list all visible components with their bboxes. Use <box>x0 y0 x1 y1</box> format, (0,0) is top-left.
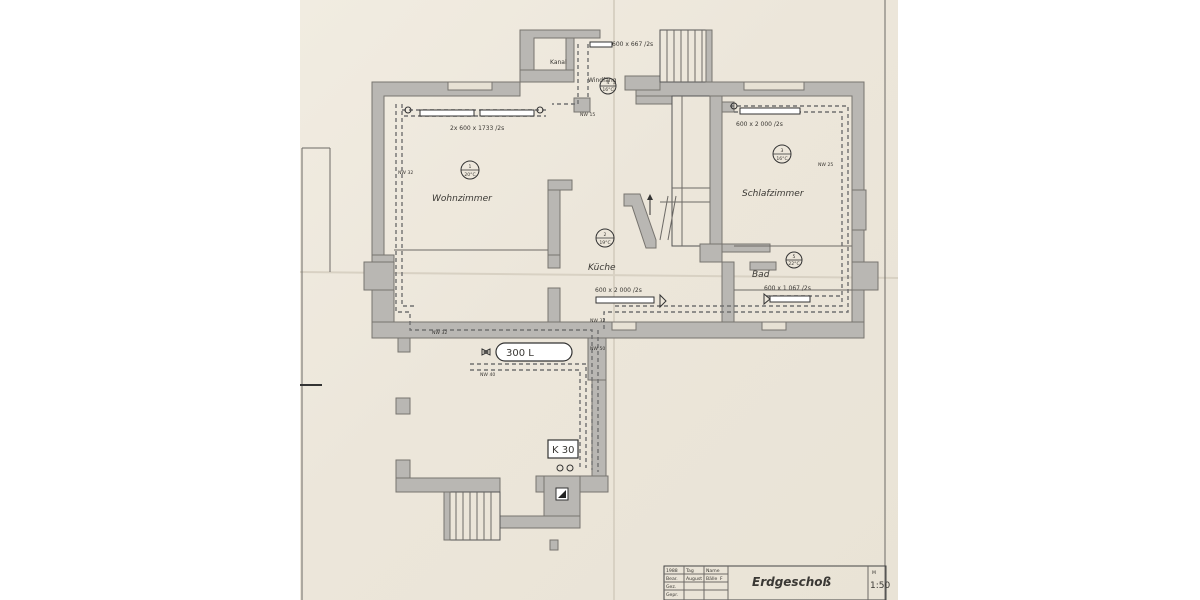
boiler-label: K 30 <box>552 445 574 456</box>
title-row-label-gepr: Gepr. <box>666 592 678 598</box>
sheet-title: Erdgeschoß <box>752 575 831 589</box>
room-label-kanal: Kanal <box>550 59 567 66</box>
pipe-label-nw32-short: NW 32 <box>590 318 605 324</box>
title-row-initial: F <box>720 576 723 582</box>
room-number-windfang: 4 <box>607 80 610 86</box>
radiator-kuche <box>595 293 667 309</box>
fold-line-horizontal <box>299 271 899 279</box>
room-marker-bad <box>785 251 803 269</box>
title-header-name: Name <box>706 568 720 574</box>
radiator-label-bad: 600 x 1 067 /2s <box>764 285 811 292</box>
room-label-bad: Bad <box>752 270 770 280</box>
room-temp-wohnzimmer: 20°C <box>464 172 475 178</box>
room-temp-windfang: 16°C <box>602 87 613 93</box>
shaft-block <box>623 193 657 249</box>
radiator-label-wohnzimmer: 2x 600 x 1733 /2s <box>450 125 504 132</box>
title-header-day: Tag <box>685 568 694 574</box>
room-number-wohnzimmer: 1 <box>469 164 472 170</box>
room-marker-schlafzimmer <box>772 144 792 164</box>
outer-wall-main <box>371 81 521 256</box>
room-label-windfang: Windfang <box>588 77 617 84</box>
scale-value: 1:50 <box>870 581 890 591</box>
room-label-kuche: Küche <box>588 263 616 273</box>
room-number-bad: 5 <box>793 254 796 260</box>
heating-pipes <box>395 44 849 472</box>
room-label-schlafzimmer: Schlafzimmer <box>742 189 805 199</box>
radiator-wohnzimmer <box>404 106 544 117</box>
room-temp-bad: 22°C <box>788 261 799 267</box>
pipe-label-nw15: NW 15 <box>580 112 595 118</box>
room-marker-kuche <box>595 228 615 248</box>
room-marker-windfang <box>599 77 617 95</box>
pipe-label-nw32-lower: NW 32 <box>432 330 447 336</box>
room-label-wohnzimmer: Wohnzimmer <box>432 194 493 204</box>
radiator-label-kuche: 600 x 2 000 /2s <box>595 287 642 294</box>
tank-label: 300 L <box>506 348 534 359</box>
room-number-kuche: 2 <box>604 232 607 238</box>
room-number-schlafzimmer: 3 <box>781 148 784 154</box>
radiator-label-schlafzimmer: 600 x 2 000 /2s <box>736 121 783 128</box>
stair-interior <box>647 95 711 247</box>
title-block <box>663 565 887 600</box>
radiator-label-windfang: 600 x 667 /2s <box>612 41 653 48</box>
pipe-label-nw50: NW 50 <box>590 346 605 352</box>
radiator-schlafzimmer <box>730 102 801 115</box>
radiator-windfang <box>589 41 613 48</box>
room-marker-wohnzimmer <box>460 160 480 180</box>
pipe-label-nw32-left: NW 32 <box>398 170 413 176</box>
title-row-label-bear: Bear. <box>666 576 678 582</box>
room-temp-schlafzimmer: 16°C <box>776 156 787 162</box>
title-row-name: Bälle <box>706 576 718 582</box>
wall-wohnzimmer-east <box>547 179 561 256</box>
radiator-bad <box>763 292 811 306</box>
stair-entrance <box>659 29 713 83</box>
hot-water-tank <box>481 342 573 362</box>
boiler <box>547 439 579 472</box>
lower-wing-walls <box>397 337 411 353</box>
title-header-year: 1988 <box>666 568 678 574</box>
pipe-label-nw40: NW 40 <box>480 372 495 378</box>
room-temp-kuche: 19°C <box>599 240 610 246</box>
scale-label: M <box>872 570 876 576</box>
title-row-date: August <box>686 576 702 582</box>
stair-lower <box>443 491 501 541</box>
title-row-label-gez: Gez. <box>666 584 676 590</box>
pipe-label-nw25: NW 25 <box>818 162 833 168</box>
